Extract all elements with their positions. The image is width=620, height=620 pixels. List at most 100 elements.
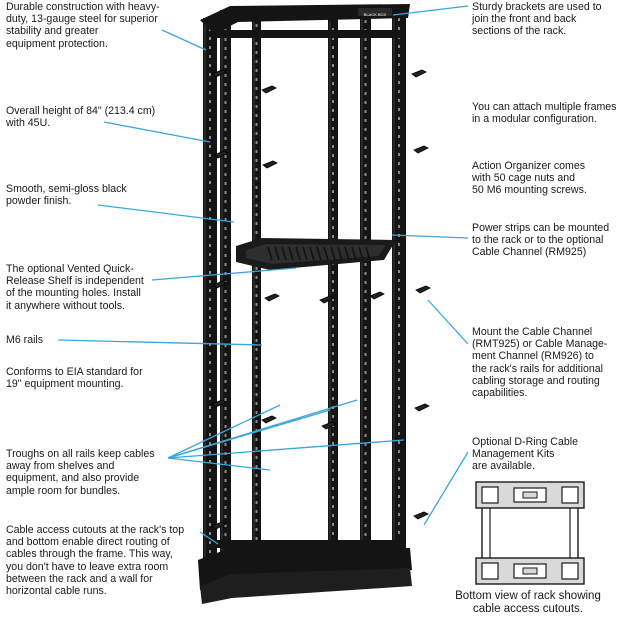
mounting-hole [398,333,400,336]
mounting-hole [398,531,400,534]
mounting-hole [224,254,227,257]
mounting-hole [224,227,227,230]
mounting-hole [255,168,258,171]
mounting-hole [332,217,334,220]
mounting-hole [332,523,334,526]
mounting-hole [255,411,258,414]
mounting-hole [224,344,227,347]
mounting-hole [364,272,367,275]
mounting-hole [209,496,211,499]
mounting-hole [255,375,258,378]
mounting-hole [398,243,400,246]
mounting-hole [398,162,400,165]
mounting-hole [224,137,227,140]
mounting-hole [224,65,227,68]
mounting-hole [364,479,367,482]
mounting-hole [332,442,334,445]
mounting-hole [209,271,211,274]
mounting-hole [224,353,227,356]
callout-brackets: Sturdy brackets are used to join the fro… [472,1,602,38]
leader-line [151,267,297,281]
bottom-view-caption: Bottom view of rack showing cable access… [455,590,601,615]
callout-frames: You can attach multiple frames in a modu… [472,101,617,126]
mounting-hole [209,64,211,67]
mounting-hole [332,397,334,400]
mounting-hole [398,441,400,444]
mounting-hole [255,501,258,504]
mounting-hole [364,164,367,167]
d-ring-hook [411,69,427,78]
callout-height: Overall height of 84" (213.4 cm) with 45… [6,105,156,130]
mounting-hole [364,101,367,104]
mounting-hole [224,155,227,158]
mounting-hole [224,443,227,446]
mounting-hole [224,380,227,383]
mounting-hole [364,524,367,527]
mounting-hole [398,54,400,57]
mounting-hole [255,294,258,297]
d-ring-hook [369,291,385,300]
mounting-hole [332,379,334,382]
rack-post [360,10,371,580]
mounting-hole [255,132,258,135]
mounting-hole [332,334,334,337]
mounting-hole [398,45,400,48]
mounting-hole [224,434,227,437]
mounting-hole [332,271,334,274]
mounting-hole [398,189,400,192]
mounting-hole [364,92,367,95]
mounting-hole [332,514,334,517]
mounting-hole [364,434,367,437]
mounting-hole [255,456,258,459]
mounting-hole [209,406,211,409]
mounting-hole [224,47,227,50]
mounting-hole [364,281,367,284]
mounting-hole [224,38,227,41]
d-ring-hook [414,403,430,412]
mounting-hole [398,171,400,174]
rack-base [200,568,412,604]
mounting-hole [255,438,258,441]
callout-troughs: Troughs on all rails keep cables away fr… [6,448,155,497]
mounting-hole [255,357,258,360]
mounting-hole [209,370,211,373]
mounting-hole [364,173,367,176]
mounting-hole [224,416,227,419]
mounting-hole [398,495,400,498]
mounting-hole [332,127,334,130]
mounting-hole [255,105,258,108]
mounting-hole [398,261,400,264]
mounting-hole [332,37,334,40]
mounting-hole [224,191,227,194]
mounting-hole [364,200,367,203]
mounting-hole [255,384,258,387]
mounting-hole [332,478,334,481]
brand-logo: BLACK BOX [364,12,387,17]
shelf-vent [344,246,350,261]
mounting-hole [364,65,367,68]
mounting-hole [224,389,227,392]
mounting-hole [364,389,367,392]
mounting-hole [209,442,211,445]
mounting-hole [364,335,367,338]
mounting-hole [255,159,258,162]
mounting-hole [364,47,367,50]
mounting-hole [332,370,334,373]
mounting-hole [332,91,334,94]
shelf-vent [295,246,301,261]
mounting-hole [224,479,227,482]
mounting-hole [332,208,334,211]
mounting-hole [332,496,334,499]
mounting-hole [209,325,211,328]
d-ring-hook [321,421,337,430]
mounting-hole [209,199,211,202]
mounting-hole [332,343,334,346]
shelf-vent [316,246,322,261]
mounting-hole [332,199,334,202]
shelf-vent [323,246,329,261]
shelf-vent [309,246,315,261]
mounting-hole [398,378,400,381]
mounting-hole [398,522,400,525]
mounting-hole [209,388,211,391]
mounting-hole [224,83,227,86]
